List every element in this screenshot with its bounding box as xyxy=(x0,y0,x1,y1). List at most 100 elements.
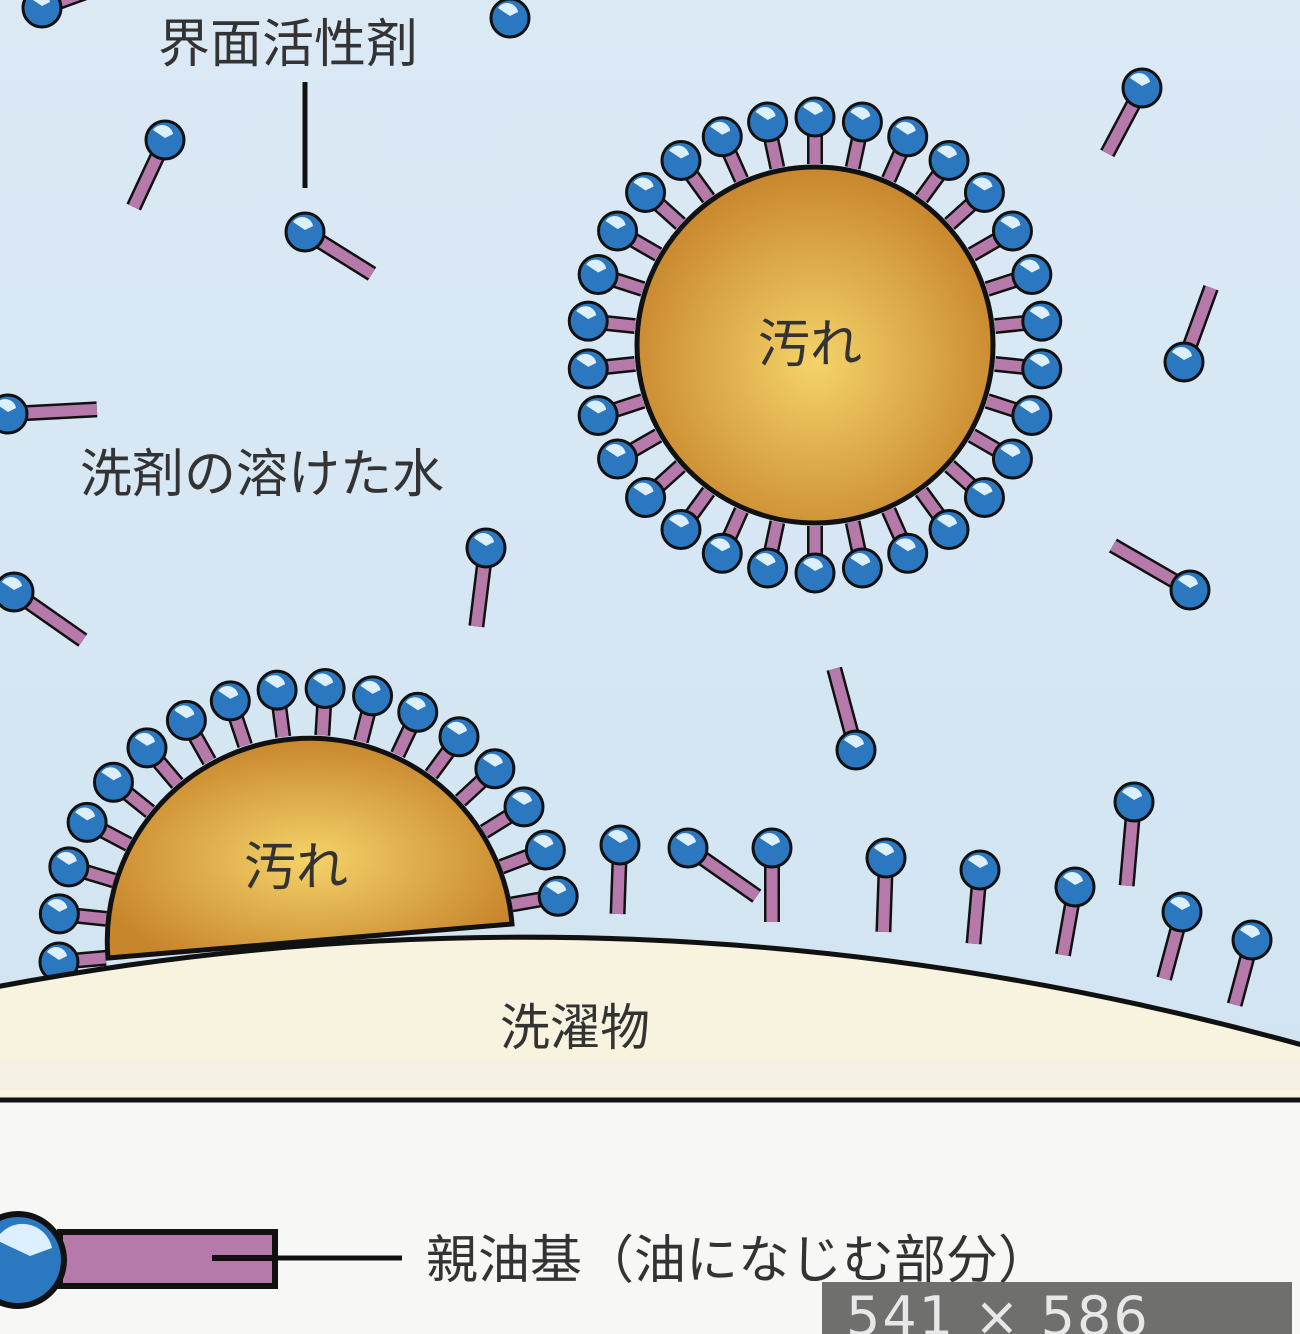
micelle-surfactant-molecule xyxy=(881,507,929,574)
molecule-head-highlight xyxy=(1029,306,1050,320)
laundry-surface-surfactant-molecule xyxy=(1156,891,1203,981)
molecule-head xyxy=(21,0,63,29)
legend-head-highlight xyxy=(0,1223,52,1256)
molecule-head-highlight xyxy=(605,216,626,229)
laundry-surface-surfactant-molecule xyxy=(959,849,1001,945)
micelle-surfactant-molecule xyxy=(984,254,1053,297)
molecule-head-highlight xyxy=(937,145,958,159)
free-surfactant-molecule xyxy=(284,211,377,281)
attached-dirt-surfactant-molecule xyxy=(510,875,579,917)
micelle-surfactant-molecule xyxy=(747,101,789,170)
molecule-head-highlight xyxy=(546,881,567,895)
molecule-head-highlight xyxy=(482,753,503,767)
micelle-surfactant-molecule xyxy=(577,393,646,436)
lipophilic-label: 親油基（油になじむ部分） xyxy=(426,1231,1050,1291)
laundry-surface-surfactant-molecule xyxy=(751,827,793,922)
attached-dirt-surfactant-molecule xyxy=(209,680,253,749)
laundry-surface xyxy=(0,934,1300,1103)
laundry-surface-surfactant-molecule xyxy=(865,837,907,933)
molecule-head-highlight xyxy=(174,705,195,719)
dirt-label-attached: 汚れ xyxy=(244,838,348,898)
attached-dirt-surfactant-molecule xyxy=(38,941,107,983)
attached-dirt-surfactant-molecule xyxy=(390,691,439,759)
micelle-surfactant-molecule xyxy=(841,520,883,589)
micelle-surfactant-molecule xyxy=(567,348,636,390)
laundry-surface-surfactant-molecule xyxy=(599,824,641,915)
micelle-surfactant-molecule xyxy=(881,116,929,183)
molecule-head-highlight xyxy=(313,673,334,687)
molecule-head-highlight xyxy=(1178,575,1198,588)
molecule-head-highlight xyxy=(874,843,894,856)
free-surfactant-molecule xyxy=(21,0,88,29)
attached-dirt-surfactant-molecule xyxy=(256,669,298,738)
micelle-surfactant-molecule xyxy=(597,428,663,480)
attached-dirt-surfactant-molecule xyxy=(304,667,346,736)
free-surfactant-molecule xyxy=(1100,67,1163,158)
attached-dirt-surfactant-molecule xyxy=(352,675,394,744)
dirt-label-floating: 汚れ xyxy=(758,315,862,375)
molecule-head-highlight xyxy=(968,855,988,868)
molecule-head-highlight xyxy=(265,675,286,689)
molecule-head-highlight xyxy=(972,177,993,191)
free-surfactant-molecule xyxy=(0,571,88,647)
micelle-surfactant-molecule xyxy=(914,140,970,204)
molecule-head-highlight xyxy=(1029,353,1050,367)
molecule-head-highlight xyxy=(576,353,597,367)
free-surfactant-molecule xyxy=(667,827,762,903)
micelle-surfactant-molecule xyxy=(967,210,1033,262)
molecule-head-highlight xyxy=(1019,259,1040,273)
attached-dirt-surfactant-molecule xyxy=(38,893,107,935)
micelle-surfactant-molecule xyxy=(597,210,663,262)
molecule-head-highlight xyxy=(1240,925,1260,938)
micelle-surfactant-molecule xyxy=(701,116,749,183)
micelle-surfactant-molecule xyxy=(841,101,883,170)
free-surfactant-molecule xyxy=(465,527,507,628)
molecule-head-highlight xyxy=(895,538,916,552)
molecule-head-highlight xyxy=(1063,872,1083,885)
molecule-head-highlight xyxy=(576,306,597,320)
image-size-badge: 541 × 586 xyxy=(822,1282,1292,1334)
molecule-head-highlight xyxy=(633,482,654,496)
molecule-head-highlight xyxy=(668,145,689,159)
laundry-surface-surfactant-molecule xyxy=(1054,866,1096,957)
attached-dirt-surfactant-molecule xyxy=(165,699,217,766)
micelle-surfactant-molecule xyxy=(944,171,1005,230)
micelle-surfactant-molecule xyxy=(967,428,1033,480)
micelle-surfactant-molecule xyxy=(944,460,1005,519)
molecule-head-highlight xyxy=(710,121,731,135)
micelle-surfactant-molecule xyxy=(701,507,749,574)
molecule-head-highlight xyxy=(474,533,494,546)
micelle-surfactant-molecule xyxy=(794,526,836,594)
attached-dirt-surfactant-molecule xyxy=(66,801,133,852)
surfactant-label: 界面活性剤 xyxy=(158,15,418,75)
molecule-head-highlight xyxy=(972,482,993,496)
molecule-head-highlight xyxy=(1172,347,1192,360)
attached-dirt-surfactant-molecule xyxy=(92,761,156,818)
molecule-head-highlight xyxy=(605,444,626,457)
molecule-head-highlight xyxy=(755,553,776,567)
molecule-head-highlight xyxy=(755,107,776,120)
dirt-particle-attached xyxy=(104,735,515,961)
micelle-surfactant-molecule xyxy=(660,486,716,550)
free-surfactant-molecule xyxy=(1108,538,1211,611)
molecule-head-highlight xyxy=(850,107,871,120)
molecule-head-highlight xyxy=(134,732,155,746)
laundry-surface-surfactant-molecule xyxy=(1226,919,1273,1007)
dirt-particle-floating xyxy=(634,164,996,526)
molecule-head-highlight xyxy=(405,697,426,711)
micelle-surfactant-molecule xyxy=(914,486,970,550)
molecule-head-highlight xyxy=(760,833,780,846)
micelle-surfactant-molecule xyxy=(567,300,636,342)
molecule-head-highlight xyxy=(293,217,313,230)
molecule-head-highlight xyxy=(586,400,607,414)
molecule-head-highlight xyxy=(47,898,68,912)
molecule-head-highlight xyxy=(668,514,689,528)
micelle-surfactant-molecule xyxy=(625,460,686,519)
free-surfactant-molecule xyxy=(1113,781,1155,887)
molecule-head-highlight xyxy=(803,102,823,115)
surfactant-molecules xyxy=(0,0,1273,1007)
molecule-head-highlight xyxy=(153,125,173,138)
molecule-head-highlight xyxy=(1130,73,1150,86)
